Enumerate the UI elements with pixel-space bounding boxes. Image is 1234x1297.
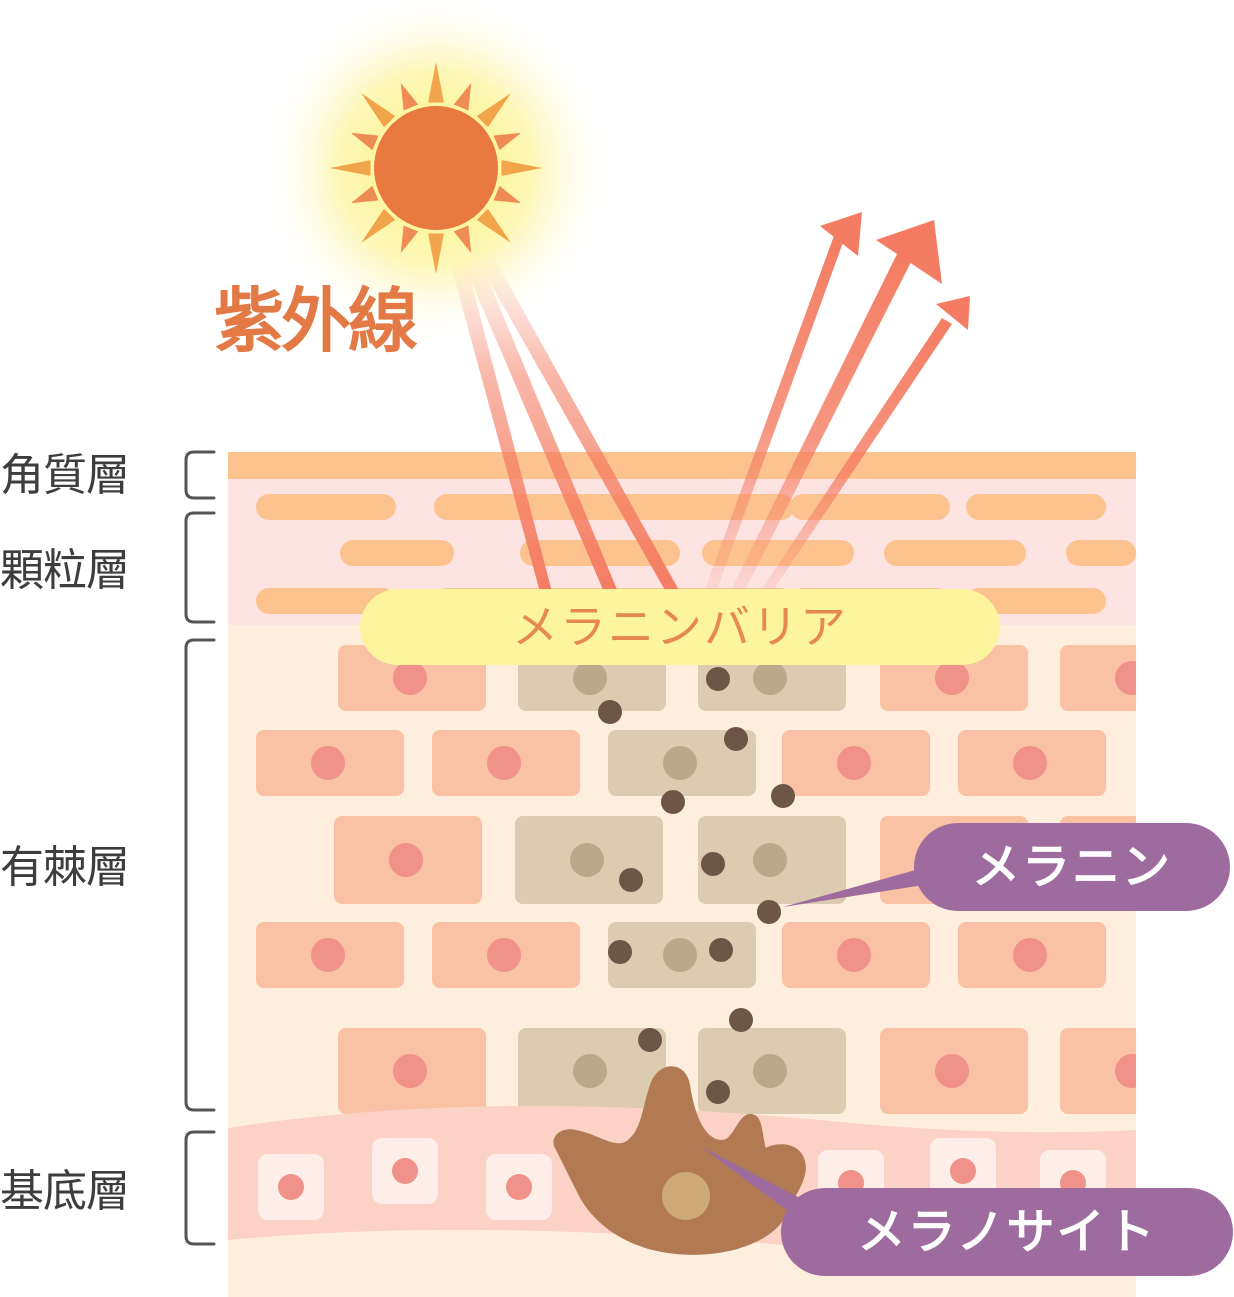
bracket-granulosum [184,511,216,624]
uv-label: 紫外線 [214,280,418,362]
cell-nucleus [1013,938,1047,972]
sun-ray [428,233,444,274]
layer-brackets [184,450,216,1246]
melanin-barrier-label: メラニンバリア [360,589,1000,665]
cell-nucleus [837,746,871,780]
cell-nucleus [935,661,969,695]
granular-cell [702,540,854,566]
dermis-edge [228,1229,1136,1297]
spinous-cell [1060,1028,1136,1114]
melanin-granule [709,938,733,962]
basal-nucleus [950,1158,976,1184]
melanin-pointer [783,866,930,907]
cell-nucleus [393,1054,427,1088]
cell-nucleus [935,1054,969,1088]
granular-cell [256,494,396,520]
sun-ray [361,93,396,128]
melanin-granule [701,852,725,876]
sun-ray [453,225,472,253]
sun-rays [330,62,542,274]
cell-nucleus [311,938,345,972]
melanin-granule [608,940,632,964]
sun-ray [351,185,379,204]
melanocyte-cell [553,1066,806,1255]
sun-ray [453,83,472,111]
cell-nucleus [1115,661,1136,695]
uv-beams-reflected [704,212,970,592]
basal-nucleus [278,1174,304,1200]
cell-nucleus [487,746,521,780]
cell-nucleus [487,938,521,972]
cell-nucleus [311,746,345,780]
melanin-granule [661,790,685,814]
layer-label-granulosum: 顆粒層 [0,545,130,596]
sun-ray [501,160,542,176]
cell-nucleus [1115,1054,1136,1088]
sun-ray [476,208,511,243]
basal-cells [258,1138,1106,1220]
layer-label-basale: 基底層 [0,1166,130,1217]
cell-nucleus [570,843,604,877]
cell-nucleus [393,661,427,695]
cell-nucleus [573,661,607,695]
melanin-granule [706,1080,730,1104]
melanin-granule [598,700,622,724]
sun-ray [361,208,396,243]
melanin-granule [638,1028,662,1052]
melanin-granule [619,868,643,892]
bracket-corneum [184,450,216,500]
granular-cell [612,494,792,520]
cell-nucleus [753,1054,787,1088]
granular-cell [884,540,1026,566]
cell-nucleus [389,843,423,877]
melanocyte-nucleus [662,1172,710,1220]
melanin-granule [724,727,748,751]
granular-cell [256,588,396,614]
bracket-spinosum [184,638,216,1112]
uv-beams-incoming [450,258,680,592]
sun-ray [330,160,371,176]
cell-nucleus [573,1054,607,1088]
melanocyte-callout: メラノサイト [781,1188,1233,1276]
layer-label-spinosum: 有棘層 [0,842,130,893]
melanin-granule [729,1008,753,1032]
cell-nucleus [753,843,787,877]
sun-ray [476,93,511,128]
granular-cell [340,540,454,566]
granular-cell [966,588,1106,614]
cell-nucleus [663,938,697,972]
cell-nucleus [753,661,787,695]
sun-ray [493,185,521,204]
cell-nucleus [837,938,871,972]
sun-ray [351,132,379,151]
stratum-corneum-band [228,452,1136,479]
granular-cell [966,494,1106,520]
bracket-basale [184,1130,216,1246]
sun-ray [428,62,444,103]
melanocyte-pointer [700,1146,800,1220]
melanin-granules [598,667,795,1104]
granular-cell [1066,540,1136,566]
spinous-cell [1060,645,1136,711]
melanin-granule [706,667,730,691]
layer-label-corneum: 角質層 [0,450,130,501]
sun-ray [400,83,419,111]
melanin-granule [771,784,795,808]
melanin-callout: メラニン [914,823,1230,911]
melanin-granule [757,900,781,924]
cell-nucleus [1013,746,1047,780]
sun-ray [400,225,419,253]
basal-nucleus [392,1158,418,1184]
sun-icon [258,0,614,346]
cell-nucleus [663,746,697,780]
sun-ray [493,132,521,151]
basal-nucleus [506,1174,532,1200]
